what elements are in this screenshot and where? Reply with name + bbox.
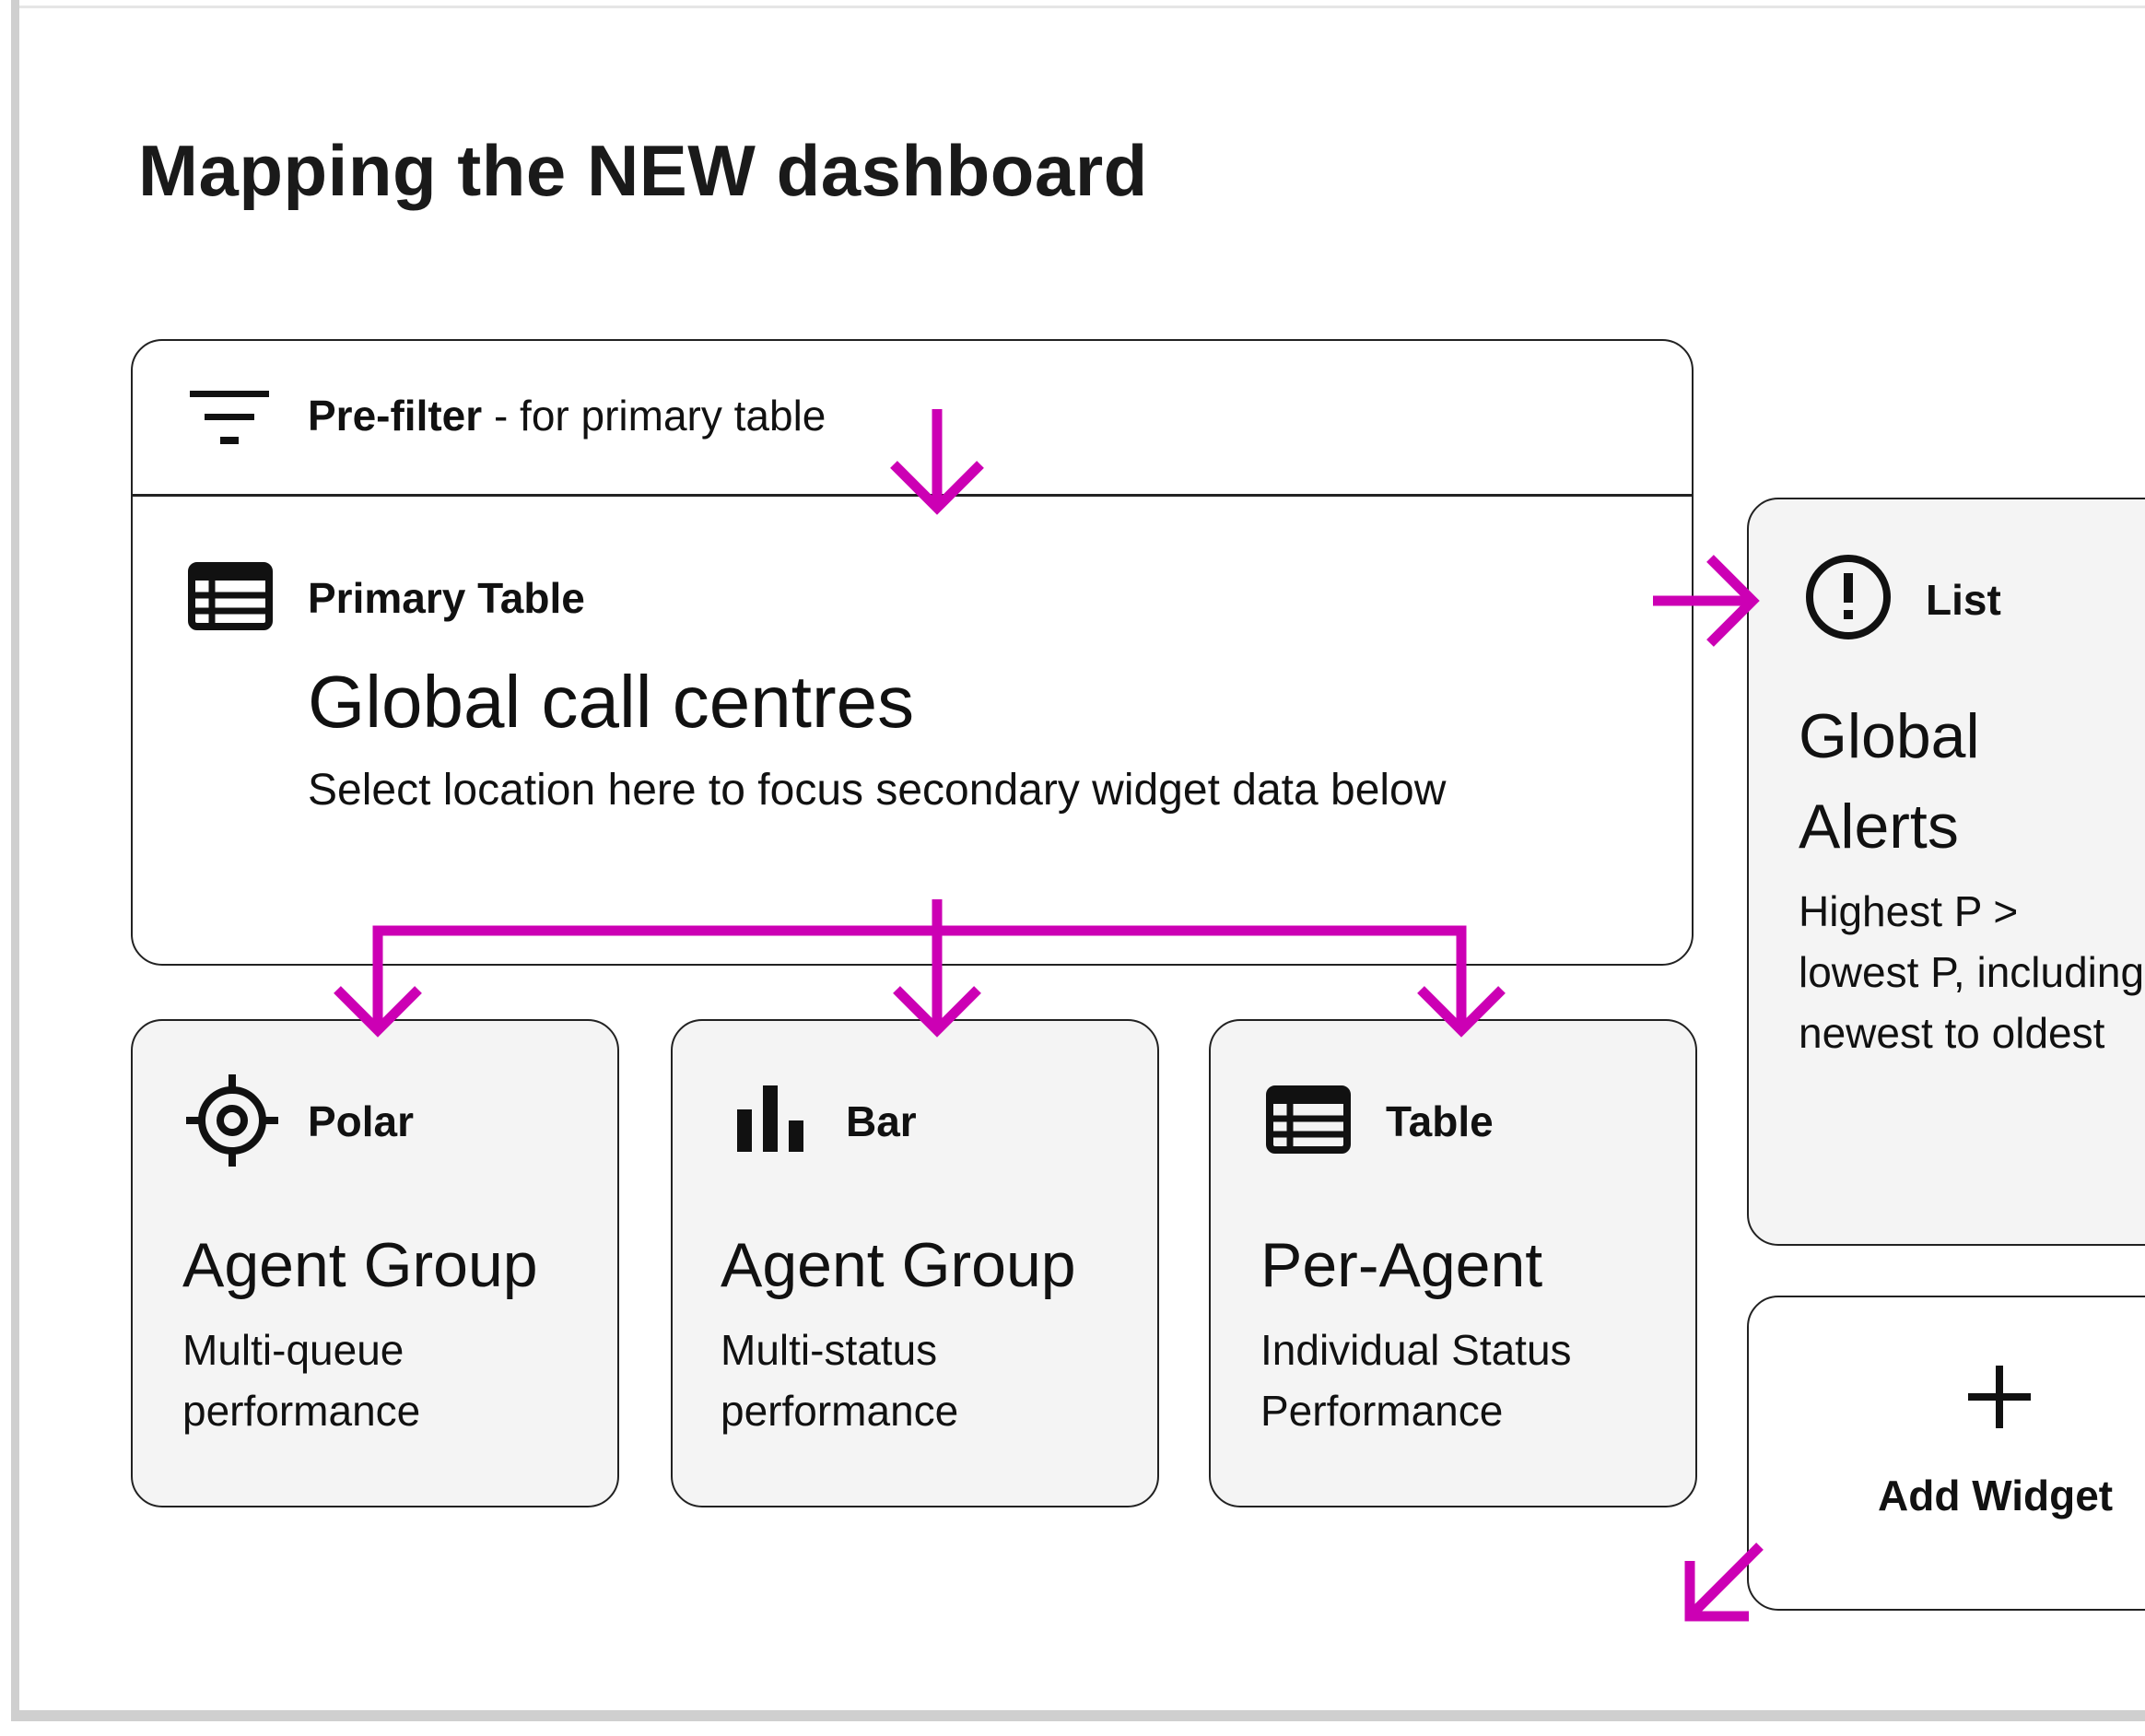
- widget-description-line: lowest P, including: [1799, 948, 2145, 996]
- widget-description-line: performance: [721, 1387, 959, 1435]
- arrow-prefilter-to-primary: [890, 409, 984, 515]
- alert-circle-icon: [1806, 555, 1891, 639]
- add-widget-card[interactable]: [1747, 1296, 2145, 1611]
- widget-description-line: Performance: [1260, 1387, 1504, 1435]
- widget-description: Multi-status performance: [721, 1320, 958, 1441]
- table-icon: [1266, 1085, 1351, 1154]
- widget-type-label: List: [1926, 576, 2001, 624]
- frame-bottom-edge: [11, 1710, 2145, 1721]
- frame-top-edge: [11, 6, 2145, 8]
- widget-type-label: Bar: [846, 1097, 917, 1145]
- arrow-primary-to-list: [1653, 555, 1760, 647]
- widget-description-line: Multi-status: [721, 1326, 938, 1374]
- widget-description: Individual Status Performance: [1260, 1320, 1572, 1441]
- widget-title-line: Global: [1799, 701, 1980, 771]
- widget-description-line: Multi-queue: [182, 1326, 404, 1374]
- widget-card-list[interactable]: [1747, 498, 2145, 1246]
- primary-table-container[interactable]: [131, 339, 1694, 966]
- prefilter-label-rest: - for primary table: [482, 392, 826, 440]
- add-widget-label: Add Widget: [1878, 1472, 2114, 1519]
- table-icon: [188, 562, 273, 630]
- widget-title: Global Alerts: [1799, 691, 1980, 872]
- primary-description: Select location here to focus secondary …: [308, 766, 1447, 815]
- widget-type-label: Polar: [308, 1097, 415, 1145]
- widget-description-line: Highest P >: [1799, 887, 2019, 935]
- widget-description: Highest P > lowest P, including newest t…: [1799, 881, 2144, 1063]
- prefilter-label-bold: Pre-filter: [308, 392, 483, 440]
- frame-left-edge: [11, 0, 19, 1721]
- widget-description-line: performance: [182, 1387, 421, 1435]
- arrow-primary-to-widgets: [334, 899, 1506, 1038]
- widget-title-line: Alerts: [1799, 792, 1959, 862]
- prefilter-divider: [131, 494, 1694, 497]
- polar-target-icon: [186, 1074, 278, 1167]
- widget-title: Agent Group: [182, 1230, 538, 1300]
- widget-card-bar[interactable]: [671, 1019, 1159, 1507]
- primary-type-label: Primary Table: [308, 574, 585, 622]
- widget-description-line: Individual Status: [1260, 1326, 1572, 1374]
- widget-title: Agent Group: [721, 1230, 1076, 1300]
- bar-chart-icon: [737, 1085, 803, 1152]
- widget-title: Per-Agent: [1260, 1230, 1543, 1300]
- arrow-add-widget: [1684, 1542, 1764, 1622]
- plus-icon: [1968, 1366, 2031, 1428]
- prefilter-label[interactable]: Pre-filter - for primary table: [308, 391, 826, 440]
- primary-title: Global call centres: [308, 661, 915, 743]
- widget-description-line: newest to oldest: [1799, 1009, 2105, 1057]
- filter-icon: [190, 391, 269, 444]
- widget-type-label: Table: [1386, 1097, 1494, 1145]
- page-title: Mapping the NEW dashboard: [138, 130, 1148, 211]
- widget-description: Multi-queue performance: [182, 1320, 420, 1441]
